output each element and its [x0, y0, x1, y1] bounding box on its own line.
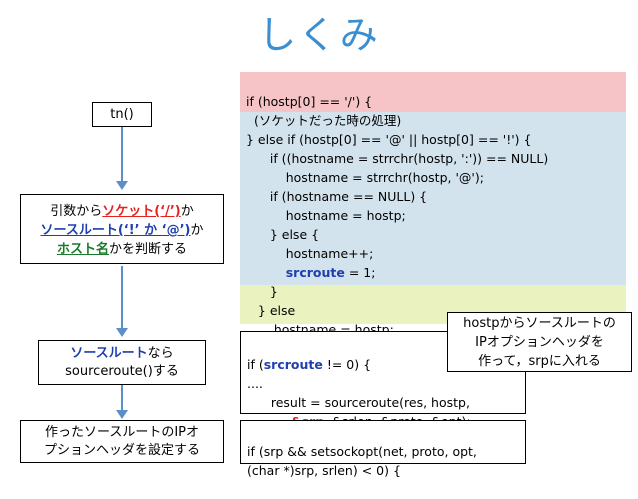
callout-line-1: hostpからソースルートの	[463, 316, 616, 331]
code-line: if (hostname == NULL) {	[246, 189, 428, 204]
code-line: } else if (hostp[0] == '@' || hostp[0] =…	[246, 132, 532, 147]
connector-line-1	[121, 127, 123, 181]
arrow-down-icon	[116, 410, 128, 419]
sourceroute-line-1: ソースルートなら	[70, 346, 174, 361]
code-line: result = sourceroute(res, hostp,	[247, 395, 470, 410]
code-line: srcroute = 1;	[285, 265, 376, 280]
callout-line-3: 作って，srpに入れる	[478, 354, 601, 369]
flow-box-sourceroute: ソースルートなら sourceroute()する	[38, 340, 206, 385]
sourceroute-highlight: ソースルート(‘!’ か ‘@’)	[40, 223, 191, 238]
connector-line-2	[121, 266, 123, 328]
code-line: if (srp && setsockopt(net, proto, opt,	[247, 444, 477, 459]
code-line: (char *)srp, srlen) < 0) {	[247, 463, 401, 478]
parse-line-2: ソースルート(‘!’ か ‘@’)か	[40, 223, 204, 238]
slide-title: しくみ	[258, 13, 380, 57]
flow-box-tn-label: tn()	[110, 107, 134, 122]
code-line: (ソケットだった時の処理)	[246, 113, 402, 128]
srcroute-var: srcroute	[285, 265, 345, 280]
code-line: if (hostp[0] == '/') {	[246, 94, 373, 109]
connector-line-3	[121, 385, 123, 410]
socket-highlight: ソケット(‘/’)	[102, 204, 181, 219]
code-block-host-parse: if (hostp[0] == '/') { (ソケットだった時の処理) } el…	[240, 72, 626, 337]
code-bg-socket	[240, 72, 626, 112]
srcroute-var: srcroute	[263, 357, 323, 372]
code-block-setsockopt: if (srp && setsockopt(net, proto, opt, (c…	[240, 420, 526, 478]
code-bg-sourceroute	[240, 112, 626, 285]
flow-box-parse-args: 引数からソケット(‘/’)か ソースルート(‘!’ か ‘@’)か ホスト名かを…	[20, 194, 224, 264]
code-line: hostname++;	[246, 246, 374, 261]
ipoption-line-2: プションヘッダを設定する	[43, 443, 200, 458]
code-line: } else	[246, 303, 296, 318]
code-lines: if (hostp[0] == '/') { (ソケットだった時の処理) } el…	[246, 73, 548, 377]
sourceroute-line-2: sourceroute()する	[65, 364, 179, 379]
code-line: if ((hostname = strrchr(hostp, ':')) == …	[246, 151, 549, 166]
code-line: } else {	[246, 227, 320, 242]
flow-box-tn: tn()	[92, 102, 152, 127]
parse-line-3: ホスト名かを判断する	[56, 242, 188, 257]
code-line: hostname = hostp;	[246, 208, 406, 223]
callout-srp-explanation: hostpからソースルートの IPオプションヘッダを 作って，srpに入れる	[447, 312, 632, 372]
callout-line-2: IPオプションヘッダを	[475, 335, 604, 350]
flow-box-set-ipoption: 作ったソースルートのIPオ プションヘッダを設定する	[20, 420, 224, 463]
arrow-down-icon	[116, 181, 128, 190]
code-line: ....	[247, 376, 263, 391]
parse-line-1: 引数からソケット(‘/’)か	[50, 204, 194, 219]
code-line: if (srcroute != 0) {	[247, 357, 372, 372]
code-line: }	[246, 284, 278, 299]
hostname-highlight: ホスト名	[56, 242, 109, 257]
ipoption-line-1: 作ったソースルートのIPオ	[44, 425, 200, 440]
code-line: hostname = strrchr(hostp, '@');	[246, 170, 484, 185]
arrow-down-icon	[116, 328, 128, 337]
